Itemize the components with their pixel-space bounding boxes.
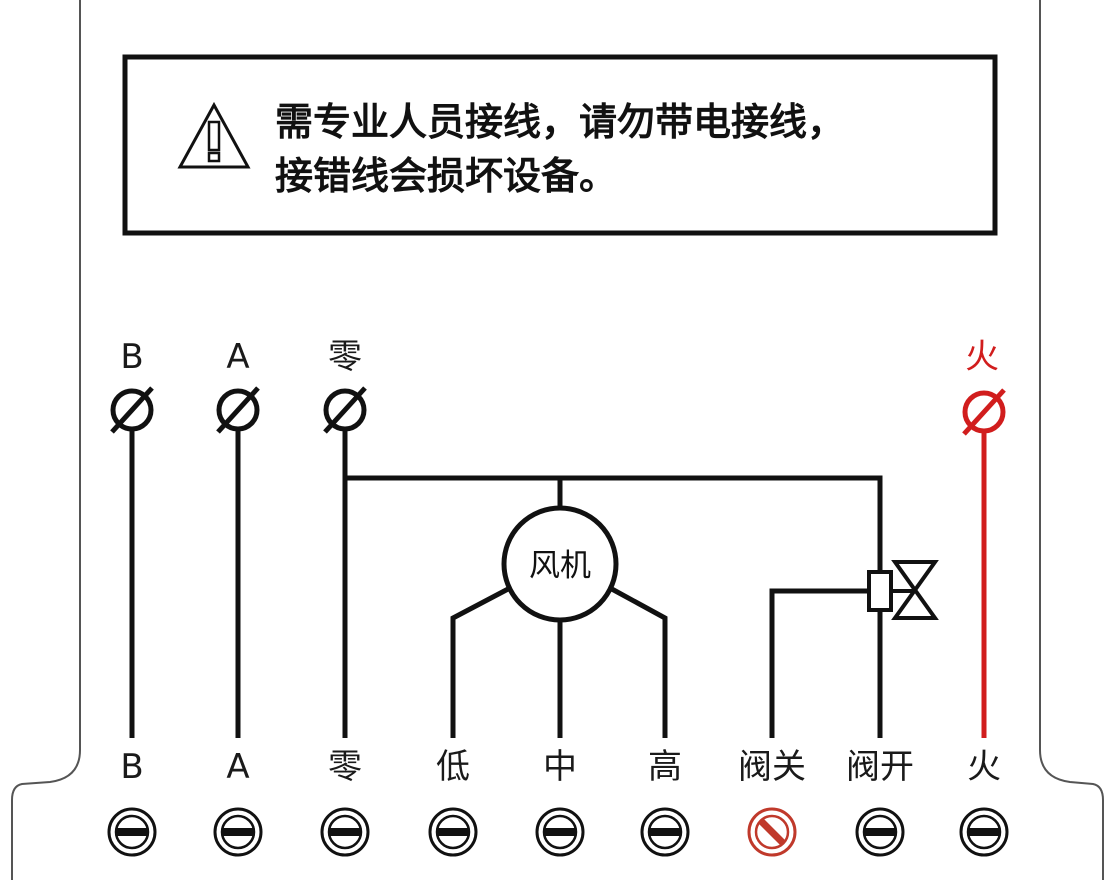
top-terminal-live	[962, 388, 1006, 436]
screw-terminal-icon	[320, 807, 370, 857]
bottom-label-valve-close: 阀关	[738, 747, 806, 787]
fan-symbol: 风机	[501, 505, 619, 623]
warning-line-1: 需专业人员接线，请勿带电接线，	[275, 100, 845, 144]
top-terminal-b	[110, 386, 154, 434]
bottom-label-b: B	[120, 747, 143, 787]
screw-terminal-icon	[959, 807, 1009, 857]
panel-outline	[11, 0, 1104, 880]
bottom-label-live: 火	[967, 747, 1001, 787]
top-label-live: 火	[965, 337, 999, 377]
screw-terminal-icon	[213, 807, 263, 857]
bottom-label-mid: 中	[543, 747, 577, 787]
screw-terminal-icon	[640, 807, 690, 857]
top-terminal-neutral	[323, 386, 367, 434]
warning-box: 需专业人员接线，请勿带电接线， 接错线会损坏设备。	[122, 54, 998, 236]
bottom-label-low: 低	[436, 747, 470, 787]
valve-icon	[867, 560, 939, 620]
top-label-neutral: 零	[328, 337, 362, 377]
wire-neutral-bus	[345, 475, 883, 572]
screw-terminal-icon	[428, 807, 478, 857]
top-label-b: B	[120, 337, 143, 377]
fan-label: 风机	[529, 548, 591, 584]
warning-triangle-icon	[177, 101, 251, 169]
bottom-label-neutral: 零	[328, 747, 362, 787]
screw-terminal-icon	[855, 807, 905, 857]
top-terminal-a	[216, 386, 260, 434]
bottom-label-a: A	[226, 747, 249, 787]
screw-terminal-icon	[107, 807, 157, 857]
bottom-label-high: 高	[648, 747, 682, 787]
wire-valve-close	[769, 588, 869, 738]
warning-line-2: 接错线会损坏设备。	[275, 154, 617, 198]
wire-fan-low	[450, 585, 512, 738]
screw-terminal-icon	[535, 807, 585, 857]
bottom-label-valve-open: 阀开	[846, 747, 914, 787]
top-label-a: A	[226, 337, 249, 377]
wire-fan-high	[608, 585, 668, 738]
no-entry-terminal-icon	[747, 807, 797, 857]
